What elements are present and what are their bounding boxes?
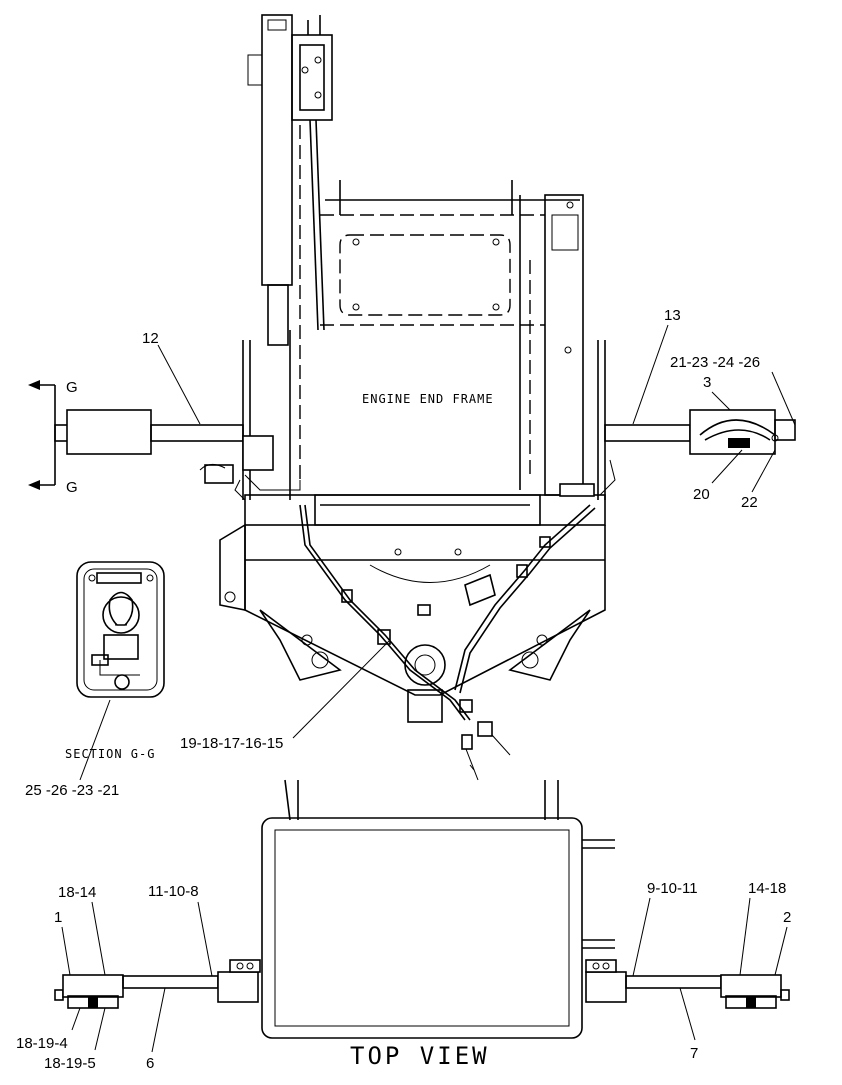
callout-25-26-23-21: 25 -26 -23 -21 [25, 782, 119, 799]
callout-6: 6 [146, 1055, 154, 1072]
left-light-assembly [54, 409, 274, 484]
main-frame [219, 180, 606, 723]
engine-end-frame-view: G G ENGINE END FRAME 12 13 21-23 -24 -26… [25, 14, 796, 799]
callout-18-19-4: 18-19-4 [16, 1035, 68, 1052]
callouts-top-view: 18-14 1 11-10-8 9-10-11 14-18 2 18-19-4 … [16, 880, 791, 1072]
top-view-caption: TOP VIEW [350, 1042, 490, 1070]
callout-11-10-8: 11-10-8 [148, 883, 199, 900]
callout-2: 2 [783, 909, 791, 926]
callout-18-14: 18-14 [58, 884, 96, 901]
callout-9-10-11: 9-10-11 [647, 880, 698, 897]
top-view-right-arm [585, 959, 790, 1009]
section-marker: G G [28, 379, 78, 496]
wiring-harness [234, 459, 616, 781]
top-view-left-arm [54, 959, 261, 1009]
callout-21-23-24-26: 21-23 -24 -26 [670, 354, 760, 371]
callout-12: 12 [142, 330, 159, 347]
callout-20: 20 [693, 486, 710, 503]
top-view: 18-14 1 11-10-8 9-10-11 14-18 2 18-19-4 … [16, 779, 791, 1072]
right-light-assembly [559, 409, 796, 497]
section-marker-top-label: G [66, 379, 78, 396]
callout-19-18-17-16-15: 19-18-17-16-15 [180, 735, 283, 752]
vertical-column [247, 14, 333, 480]
callout-22: 22 [741, 494, 758, 511]
section-g-g-caption: SECTION G-G [65, 747, 155, 761]
section-g-g-detail: SECTION G-G 25 -26 -23 -21 [25, 561, 165, 799]
callout-13: 13 [664, 307, 681, 324]
callout-3: 3 [703, 374, 711, 391]
callout-1: 1 [54, 909, 62, 926]
callout-18-19-5: 18-19-5 [44, 1055, 96, 1072]
callout-7: 7 [690, 1045, 698, 1062]
engine-end-frame-caption: ENGINE END FRAME [362, 392, 494, 406]
section-marker-bottom-label: G [66, 479, 78, 496]
callouts-upper: 12 13 21-23 -24 -26 3 20 22 19-18-17-16-… [142, 307, 796, 752]
callout-14-18: 14-18 [748, 880, 786, 897]
